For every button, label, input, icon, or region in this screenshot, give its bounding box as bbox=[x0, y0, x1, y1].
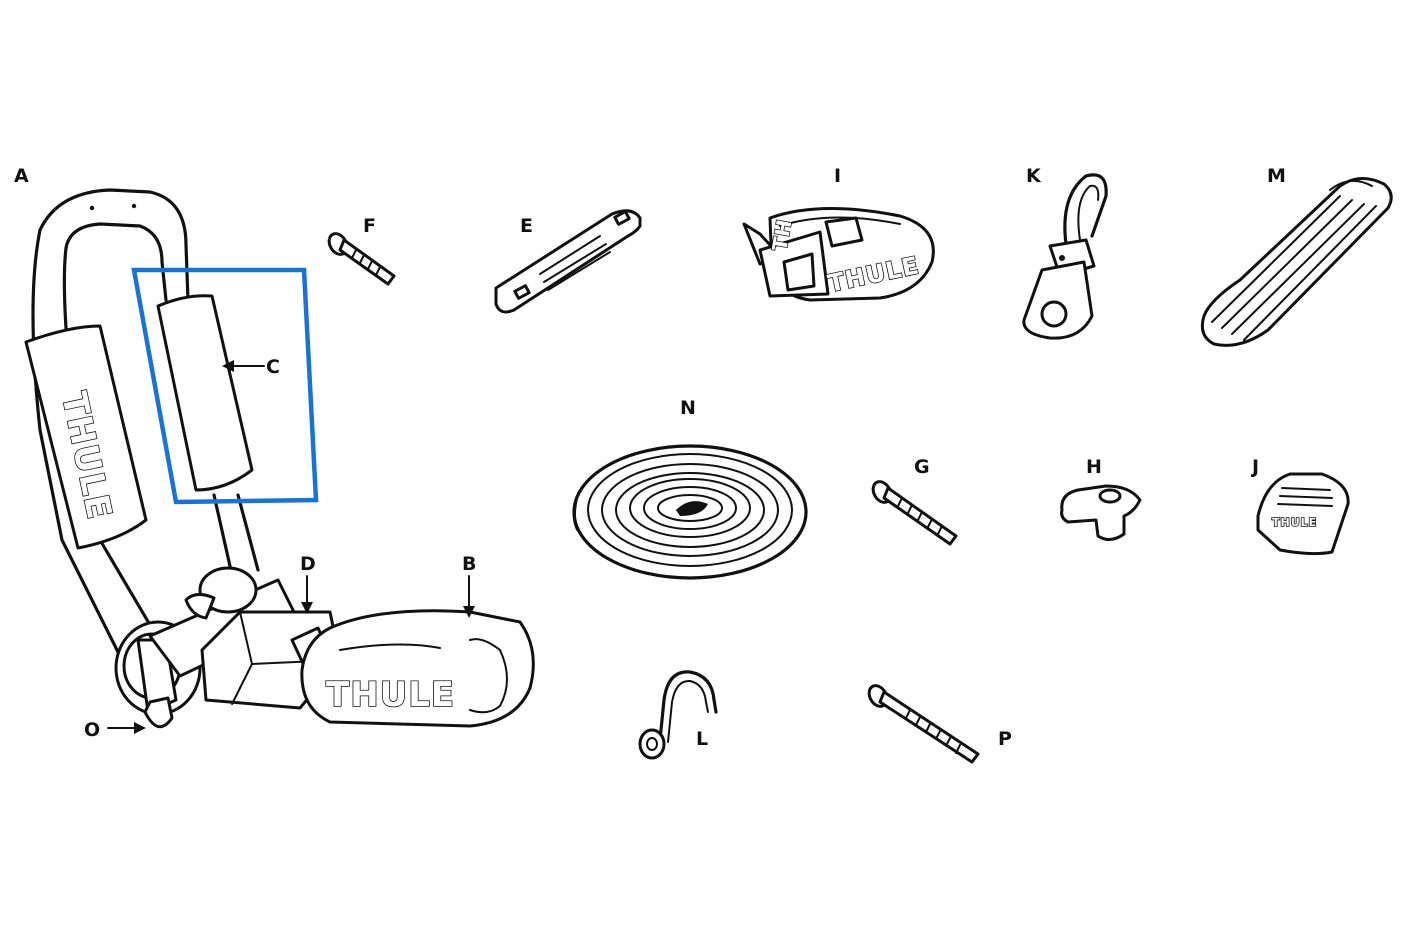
label-c: C bbox=[266, 356, 280, 378]
label-f: F bbox=[363, 215, 376, 237]
cap-logo: THULE bbox=[1272, 516, 1317, 529]
label-j: J bbox=[1250, 456, 1259, 478]
part-c-foam-pad bbox=[156, 294, 254, 492]
label-p: P bbox=[998, 728, 1012, 750]
label-i: I bbox=[834, 165, 841, 187]
label-d: D bbox=[300, 553, 316, 575]
label-o: O bbox=[84, 719, 100, 741]
part-b-boot: THULE bbox=[300, 609, 535, 728]
part-l-s-hook bbox=[638, 670, 718, 760]
label-l: L bbox=[696, 728, 708, 750]
label-k: K bbox=[1026, 165, 1042, 187]
part-n-coiled-rope bbox=[572, 444, 808, 580]
label-g: G bbox=[914, 456, 930, 478]
label-n: N bbox=[680, 397, 696, 419]
highlight-outline-c bbox=[131, 267, 319, 505]
part-e-bumper bbox=[494, 209, 642, 314]
part-g-bolt bbox=[871, 480, 958, 546]
part-f-bolt bbox=[327, 232, 396, 286]
part-m-strap-bundle bbox=[1200, 177, 1393, 347]
label-h: H bbox=[1086, 456, 1102, 478]
label-a: A bbox=[14, 165, 29, 187]
part-h-knob bbox=[1060, 484, 1142, 541]
part-labels: A F E I K M C N G H J D B O L P bbox=[14, 165, 1286, 750]
label-b: B bbox=[462, 553, 476, 575]
label-m: M bbox=[1267, 165, 1286, 187]
label-e: E bbox=[520, 215, 533, 237]
boot-logo: THULE bbox=[326, 675, 455, 715]
part-j-end-cap: THULE bbox=[1256, 472, 1350, 556]
part-i-cam-strap: THULE TH bbox=[742, 207, 935, 302]
leader-arrows bbox=[107, 360, 475, 734]
part-p-bolt bbox=[867, 684, 980, 764]
part-k-carabiner bbox=[1022, 173, 1108, 340]
